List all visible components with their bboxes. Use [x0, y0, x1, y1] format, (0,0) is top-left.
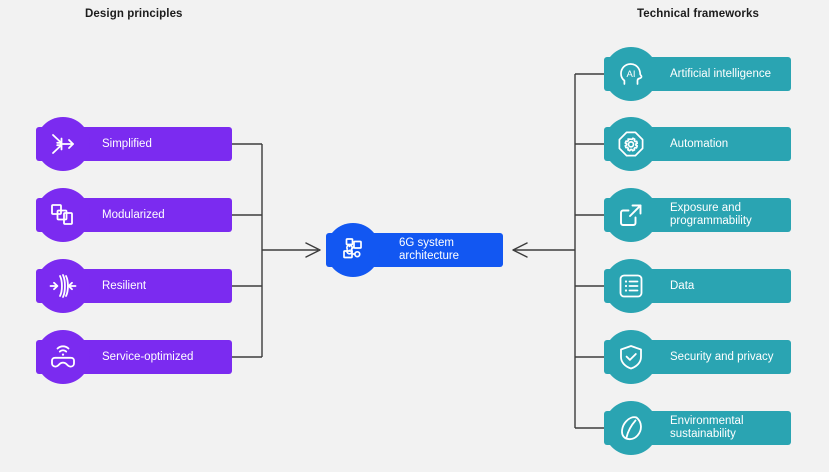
design-principle-simplified[interactable]: Simplified [36, 117, 232, 171]
design-principle-label: Service-optimized [102, 350, 194, 363]
technical-framework-icon-badge [604, 330, 658, 384]
design-principle-label: Simplified [102, 137, 152, 150]
center-node-icon-badge [326, 223, 380, 277]
vr-headset-wifi-icon [47, 341, 79, 373]
design-principle-icon-badge [36, 188, 90, 242]
system-architecture-icon [338, 235, 368, 265]
gear-octagon-icon [615, 128, 647, 160]
technical-framework-automation[interactable]: Automation [604, 117, 791, 171]
technical-framework-data[interactable]: Data [604, 259, 791, 313]
center-node-6g-system-architecture[interactable]: 6G system architecture [326, 223, 503, 277]
technical-framework-label: Automation [670, 137, 729, 150]
resilience-arrows-icon [48, 271, 78, 301]
center-node-label: 6G system architecture [399, 237, 460, 262]
design-principle-label: Modularized [102, 208, 165, 221]
technical-framework-icon-badge: AI [604, 47, 658, 101]
design-principles-heading: Design principles [85, 8, 183, 20]
design-principle-icon-badge [36, 259, 90, 313]
technical-framework-exposure-and-programmability[interactable]: Exposure and programmability [604, 188, 791, 242]
design-principle-icon-badge [36, 330, 90, 384]
leaf-icon [616, 413, 646, 443]
design-principle-service-optimized[interactable]: Service-optimized [36, 330, 232, 384]
svg-text:AI: AI [627, 69, 636, 80]
technical-framework-icon-badge [604, 188, 658, 242]
technical-framework-artificial-intelligence[interactable]: AI Artificial intelligence [604, 47, 791, 101]
shield-check-icon [616, 342, 646, 372]
technical-framework-security-and-privacy[interactable]: Security and privacy [604, 330, 791, 384]
technical-framework-environmental-sustainability[interactable]: Environmental sustainability [604, 401, 791, 455]
technical-frameworks-heading: Technical frameworks [637, 8, 759, 20]
technical-framework-label: Data [670, 279, 695, 292]
technical-framework-icon-badge [604, 401, 658, 455]
list-document-icon [616, 271, 646, 301]
design-principle-icon-badge [36, 117, 90, 171]
technical-framework-label: Artificial intelligence [670, 67, 771, 80]
technical-framework-label: Security and privacy [670, 350, 774, 363]
design-principle-label: Resilient [102, 279, 147, 292]
modules-squares-icon [48, 200, 78, 230]
technical-framework-icon-badge [604, 117, 658, 171]
technical-framework-label: Environmental sustainability [670, 415, 744, 440]
design-principle-resilient[interactable]: Resilient [36, 259, 232, 313]
technical-framework-label: Exposure and programmability [670, 202, 752, 227]
design-principle-modularized[interactable]: Modularized [36, 188, 232, 242]
converging-arrows-icon [48, 129, 78, 159]
ai-head-icon: AI [615, 58, 647, 90]
technical-framework-icon-badge [604, 259, 658, 313]
external-link-arrow-icon [616, 200, 646, 230]
